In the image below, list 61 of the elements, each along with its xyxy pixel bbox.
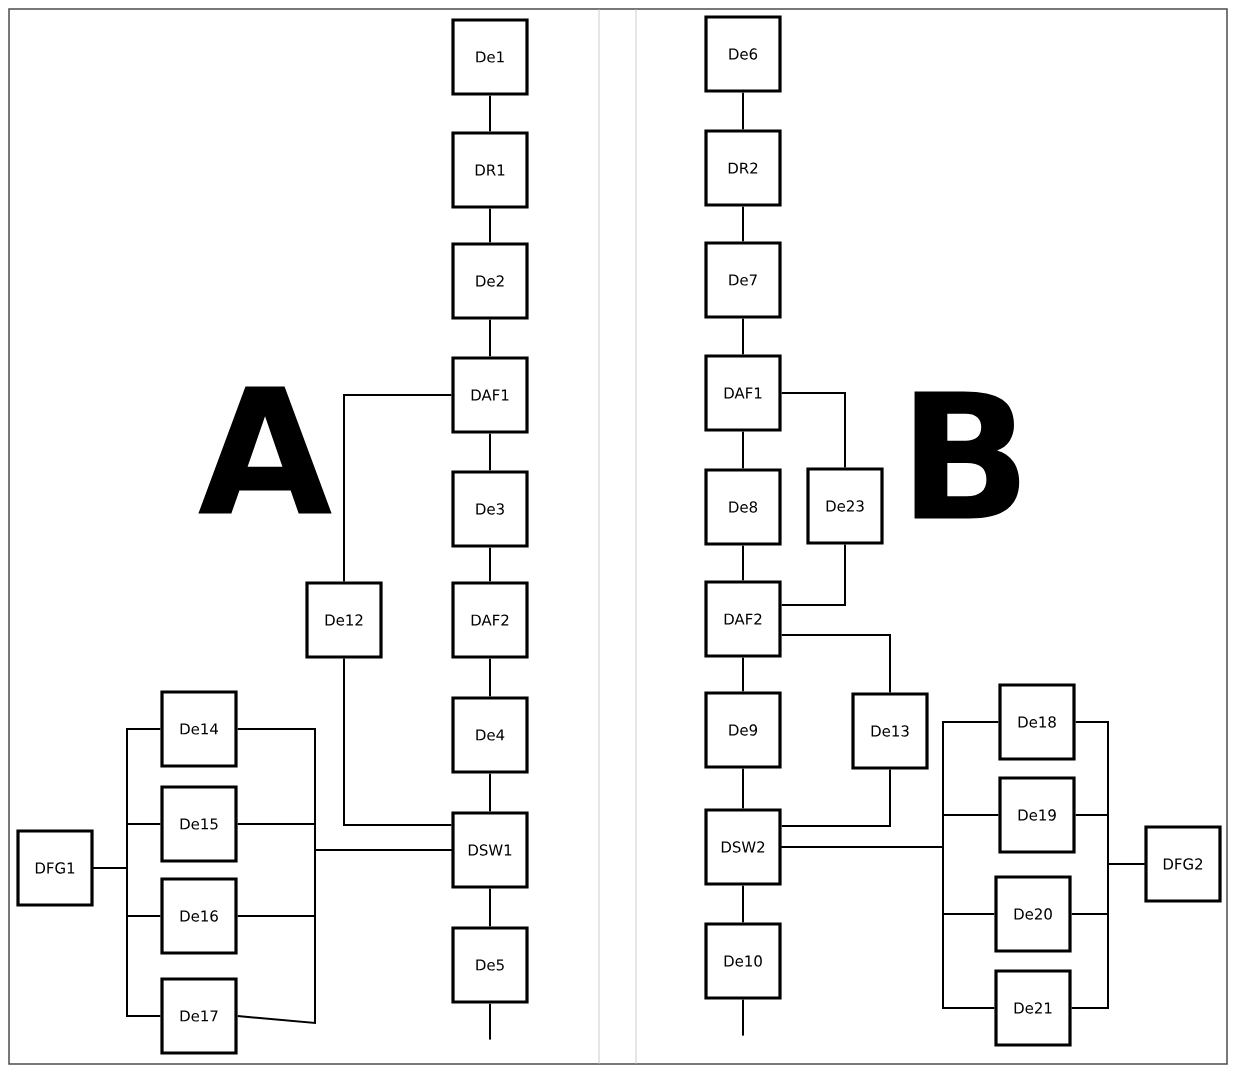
device-box: De12 (305, 581, 383, 659)
connector-line (780, 392, 846, 469)
device-box: DAF1 (451, 356, 529, 434)
device-box: De8 (704, 468, 782, 546)
device-box: De4 (451, 696, 529, 774)
connector-line (489, 318, 491, 358)
connector-line (1070, 863, 1146, 1009)
connector-line (742, 998, 744, 1037)
connector-line (92, 867, 162, 1017)
connector-line (742, 656, 744, 693)
connector-line (489, 94, 491, 133)
panel-letter: B (914, 391, 1020, 519)
device-box: DAF1 (704, 354, 782, 432)
device-box: De19 (998, 776, 1076, 854)
connector-line (489, 1002, 491, 1041)
device-box: DSW1 (451, 811, 529, 889)
connector-line (236, 849, 453, 1025)
device-box: DAF2 (704, 580, 782, 658)
device-box: DSW2 (704, 808, 782, 886)
device-box: De7 (704, 241, 782, 319)
connector-line (489, 657, 491, 698)
device-box: DR2 (704, 129, 782, 207)
connector-line (489, 546, 491, 583)
connector-line (742, 884, 744, 924)
connector-line (780, 768, 891, 827)
device-box: De1 (451, 18, 529, 96)
connector-line (780, 634, 891, 694)
panel-letter: A (198, 386, 332, 514)
connector-line (742, 91, 744, 131)
connector-line (742, 317, 744, 356)
device-box: De15 (160, 785, 238, 863)
connector-line (343, 657, 453, 826)
device-box: De18 (998, 683, 1076, 761)
connector-line (742, 544, 744, 582)
device-box: De6 (704, 15, 782, 93)
connector-line (780, 846, 996, 1009)
connector-line (489, 772, 491, 813)
device-box: De13 (851, 692, 929, 770)
device-box: De14 (160, 690, 238, 768)
connector-line (489, 207, 491, 244)
device-box: DAF2 (451, 581, 529, 659)
device-box: De10 (704, 922, 782, 1000)
connector-line (742, 430, 744, 470)
connector-line (780, 543, 846, 606)
connector-line (489, 432, 491, 472)
connector-line (742, 767, 744, 810)
connector-line (489, 887, 491, 928)
connector-line (343, 394, 453, 583)
device-box: De3 (451, 470, 529, 548)
device-box: De20 (994, 875, 1072, 953)
device-box: De16 (160, 877, 238, 955)
connector-line (742, 205, 744, 243)
device-box: De17 (160, 977, 238, 1055)
device-box: DFG1 (16, 829, 94, 907)
device-box: DR1 (451, 131, 529, 209)
device-box: De2 (451, 242, 529, 320)
device-box: DFG2 (1144, 825, 1222, 903)
device-box: De9 (704, 691, 782, 769)
device-box: De5 (451, 926, 529, 1004)
device-box: De23 (806, 467, 884, 545)
device-box: De21 (994, 969, 1072, 1047)
